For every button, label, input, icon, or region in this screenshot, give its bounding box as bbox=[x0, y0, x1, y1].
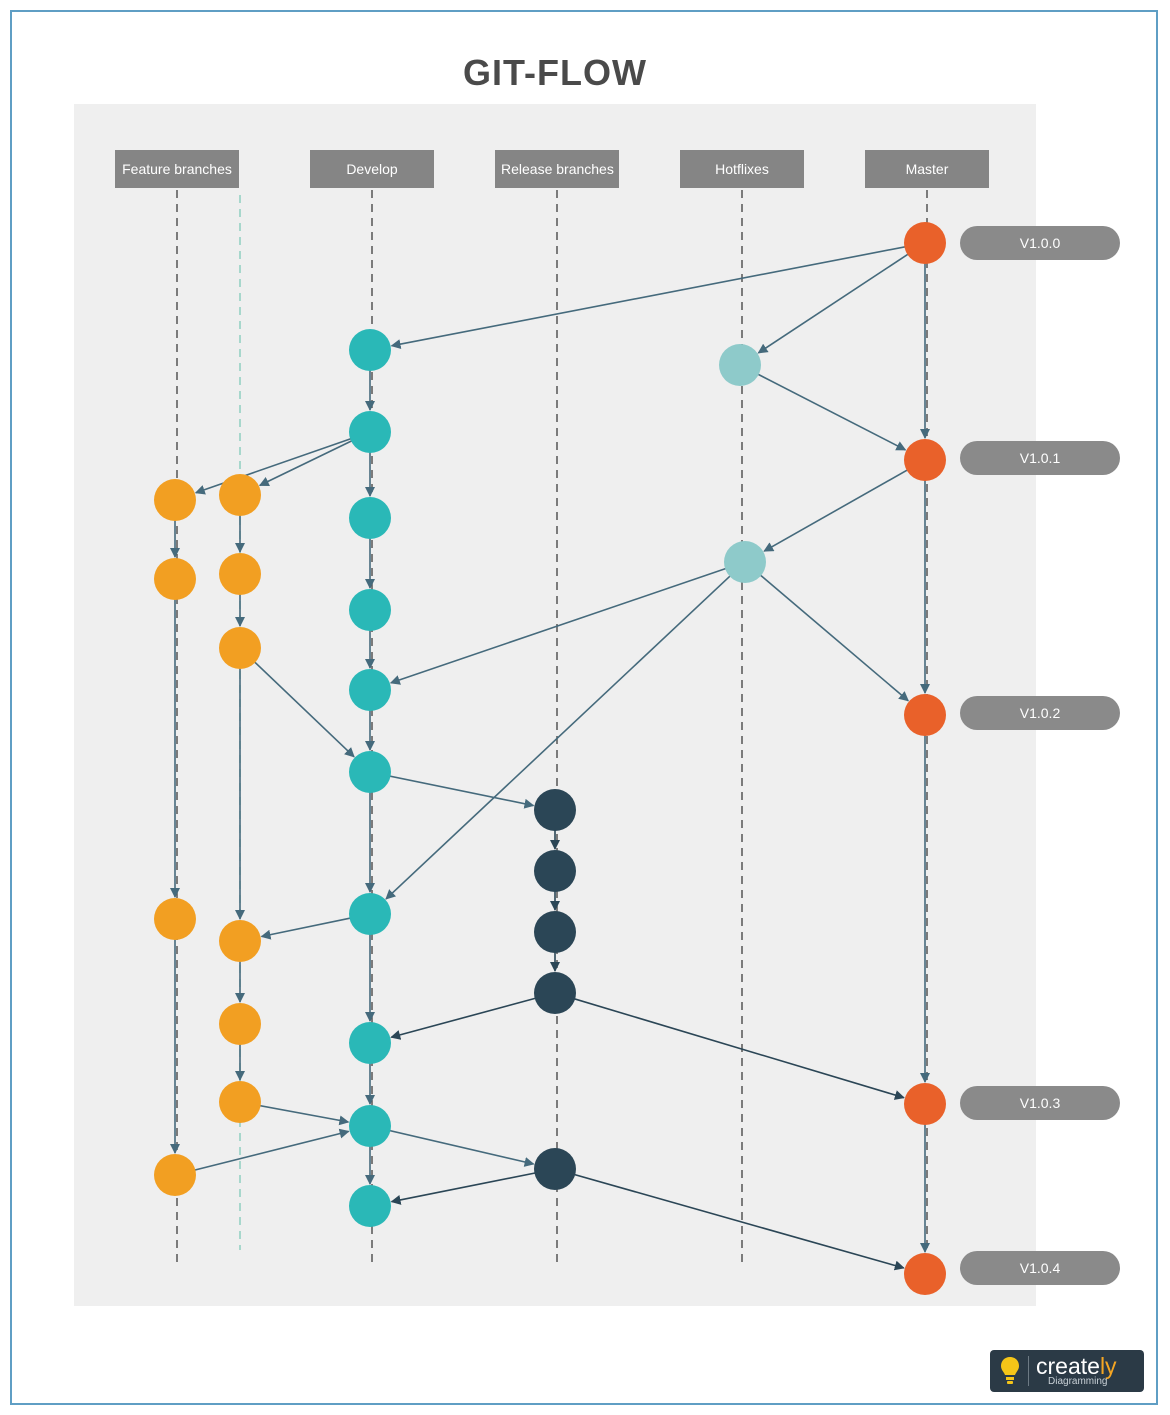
feature-commit-g3 bbox=[219, 627, 261, 669]
edge-h2-d7 bbox=[385, 565, 741, 900]
lane-header-develop: Develop bbox=[310, 150, 434, 188]
feature-commit-g2 bbox=[219, 553, 261, 595]
version-tag-v1-0-3: V1.0.3 bbox=[960, 1086, 1120, 1120]
master-commit-m2 bbox=[904, 694, 946, 736]
feature-commit-g1 bbox=[219, 474, 261, 516]
edge-d9-r5 bbox=[375, 1126, 535, 1167]
edge-g3-d6 bbox=[244, 651, 355, 758]
version-tag-v1-0-0: V1.0.0 bbox=[960, 226, 1120, 260]
develop-commit-d1 bbox=[349, 329, 391, 371]
feature-commit-f3 bbox=[154, 898, 196, 940]
diagram-title: GIT-FLOW bbox=[463, 52, 647, 93]
hotfix-commit-h2 bbox=[724, 541, 766, 583]
feature-commit-g5 bbox=[219, 1003, 261, 1045]
master-commit-m0 bbox=[904, 222, 946, 264]
release-commit-r4 bbox=[534, 972, 576, 1014]
diagram-frame bbox=[10, 10, 1158, 1405]
edge-d7-g4 bbox=[260, 914, 364, 940]
lane-header-release: Release branches bbox=[495, 150, 619, 188]
hotfix-commit-h1 bbox=[719, 344, 761, 386]
feature-commit-f1 bbox=[154, 479, 196, 521]
edge-f4-d9 bbox=[180, 1128, 350, 1175]
edge-h2-m2 bbox=[749, 565, 909, 702]
feature-commit-g4 bbox=[219, 920, 261, 962]
edge-r4-d8 bbox=[390, 993, 550, 1040]
version-tag-v1-0-2: V1.0.2 bbox=[960, 696, 1120, 730]
edge-m0-d1 bbox=[390, 243, 919, 350]
master-commit-m3 bbox=[904, 1083, 946, 1125]
release-commit-r1 bbox=[534, 789, 576, 831]
master-commit-m1 bbox=[904, 439, 946, 481]
lane-header-master: Master bbox=[865, 150, 989, 188]
edge-h1-m1 bbox=[745, 367, 907, 451]
develop-commit-d2 bbox=[349, 411, 391, 453]
version-tag-v1-0-1: V1.0.1 bbox=[960, 441, 1120, 475]
master-commit-m4 bbox=[904, 1253, 946, 1295]
feature-commit-g6 bbox=[219, 1081, 261, 1123]
version-tag-v1-0-4: V1.0.4 bbox=[960, 1251, 1120, 1285]
edge-h2-d5 bbox=[389, 563, 740, 685]
feature-commit-f4 bbox=[154, 1154, 196, 1196]
edge-m1-h2 bbox=[763, 462, 920, 552]
creately-logo: creately Diagramming bbox=[990, 1350, 1144, 1392]
edge-d6-r1 bbox=[376, 772, 535, 809]
feature-commit-f2 bbox=[154, 558, 196, 600]
lane-header-feature: Feature branches bbox=[115, 150, 239, 188]
release-commit-r2 bbox=[534, 850, 576, 892]
develop-commit-d4 bbox=[349, 589, 391, 631]
develop-commit-d6 bbox=[349, 751, 391, 793]
logo-subtitle: Diagramming bbox=[1048, 1376, 1108, 1387]
edge-d2-f1 bbox=[194, 433, 365, 495]
edge-g6-d9 bbox=[246, 1102, 350, 1126]
logo-wordmark: creately bbox=[1036, 1353, 1117, 1379]
develop-commit-d9 bbox=[349, 1105, 391, 1147]
lane-header-hotfixes: Hotflixes bbox=[680, 150, 804, 188]
develop-commit-d7 bbox=[349, 893, 391, 935]
develop-commit-d5 bbox=[349, 669, 391, 711]
release-commit-r3 bbox=[534, 911, 576, 953]
logo-divider bbox=[1028, 1356, 1029, 1386]
develop-commit-d10 bbox=[349, 1185, 391, 1227]
edge-d2-g1 bbox=[258, 434, 365, 487]
develop-commit-d8 bbox=[349, 1022, 391, 1064]
develop-commit-d3 bbox=[349, 497, 391, 539]
edge-r5-d10 bbox=[390, 1169, 549, 1205]
release-commit-r5 bbox=[534, 1148, 576, 1190]
edge-m0-h1 bbox=[757, 245, 921, 354]
edge-r5-m4 bbox=[560, 1169, 905, 1271]
lightbulb-icon bbox=[1001, 1357, 1019, 1384]
edge-r4-m3 bbox=[560, 994, 905, 1100]
